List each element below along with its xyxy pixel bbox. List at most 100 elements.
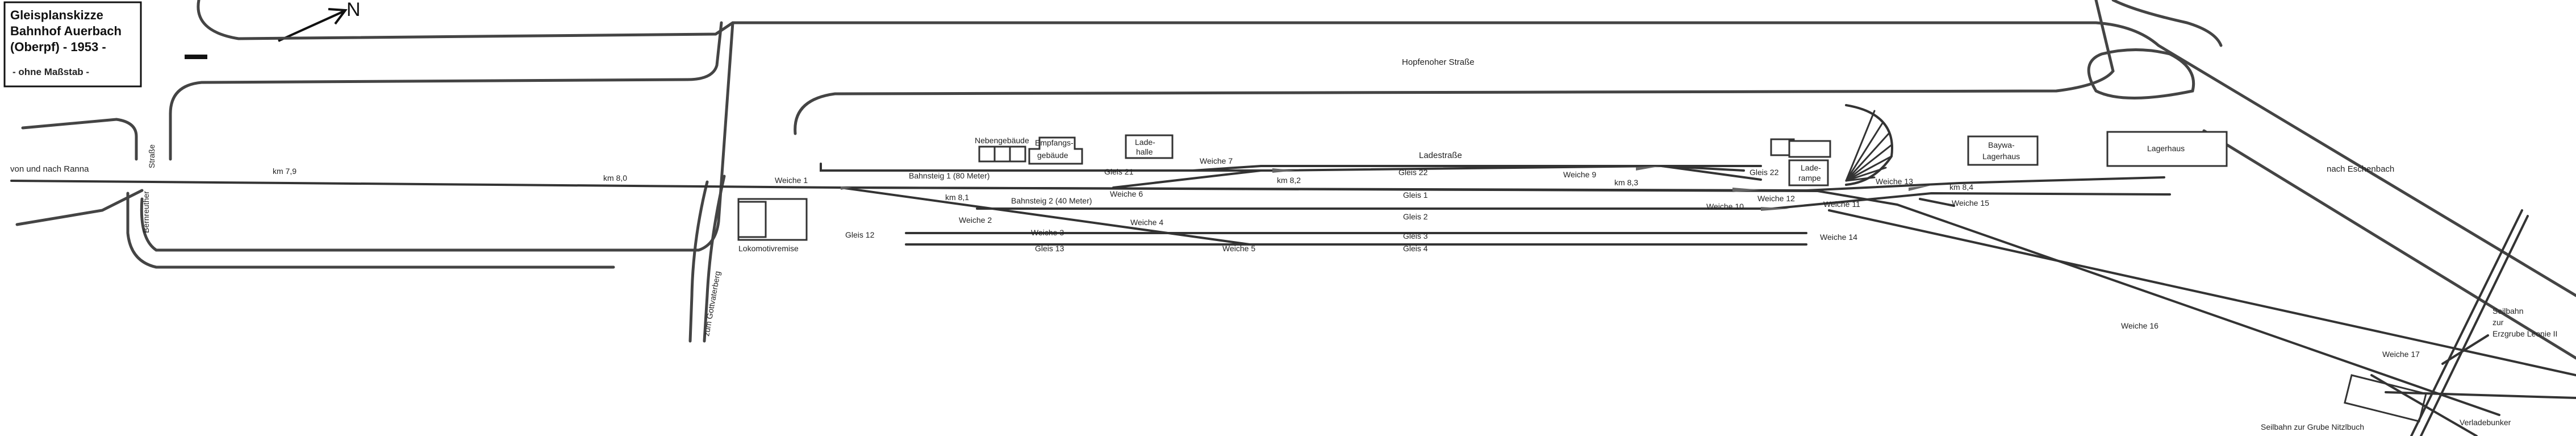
buildings: Nebengebäude Empfangs- gebäude Lade- hal… (737, 104, 2511, 427)
switch-marker-4 (1732, 188, 1761, 192)
baywa-lagerhaus (1967, 135, 2039, 166)
upper-right-blob (2087, 48, 2195, 99)
road-gottvaterberg: zum Gottvaterberg (702, 271, 722, 337)
tracks (10, 163, 2576, 436)
gleis-4-label: Gleis 4 (1403, 244, 1428, 253)
switch-marker-1 (841, 186, 852, 190)
road-ladestrasse: Ladestraße (1419, 151, 1462, 160)
right-edge-track (2385, 391, 2576, 399)
title-line-1: Gleisplanskizze (10, 8, 103, 22)
seilbahn-leonie-a (2410, 209, 2523, 436)
empfangs-label-1: Empfangs- (1035, 138, 1074, 147)
right-lower-road (2202, 129, 2576, 360)
baywa-label-2: Lagerhaus (1982, 152, 2020, 161)
road-bernreuther: Bernreuther (141, 191, 151, 233)
gleis-22-label-b: Gleis 22 (1750, 168, 1779, 177)
gleis-22-end (1660, 165, 1762, 181)
km-8-1: km 8,1 (945, 193, 969, 202)
weiche-10-label: Weiche 10 (1706, 202, 1744, 211)
north-arrow-shaft (278, 10, 344, 42)
ladestrasse-shed-b (1788, 140, 1831, 158)
km-8-3: km 8,3 (1614, 178, 1638, 187)
switch-marker-6 (1909, 185, 1931, 191)
weiche-17-label: Weiche 17 (2382, 350, 2420, 359)
seilbahn-leonie-b (2420, 215, 2529, 436)
title-block: Gleisplanskizze Bahnhof Auerbach (Oberpf… (3, 1, 142, 88)
lagerhaus-label: Lagerhaus (2147, 144, 2185, 153)
nebengebaeude-c (1009, 146, 1026, 163)
gleis-12-label: Gleis 12 (845, 230, 875, 239)
gottvaterberg-road-b (703, 175, 726, 343)
weiche-5-label: Weiche 5 (1222, 244, 1255, 253)
gleis-13-label: Gleis 13 (1035, 244, 1064, 253)
km-7-9: km 7,9 (273, 167, 297, 176)
lokomotivremise-wing (737, 201, 767, 238)
title-line-3: (Oberpf) - 1953 - (10, 40, 106, 54)
track-fan (1845, 104, 1893, 186)
gleis-1-label: Gleis 1 (1403, 190, 1428, 200)
km-8-4: km 8,4 (1949, 182, 1973, 192)
title-frame (3, 1, 142, 88)
switch-markers (841, 166, 1931, 211)
laderampe-label-1: Lade- (1801, 163, 1821, 172)
fan-ray-1 (1845, 110, 1876, 182)
title-line-2: Bahnhof Auerbach (10, 24, 122, 38)
main-line (10, 180, 2500, 416)
hopfenohe-road-inner (794, 0, 2115, 135)
right-siding-a (1828, 209, 2576, 376)
seilbahn-leonie-3: Erzgrube Leonie II (2493, 329, 2557, 338)
fan-ray-5 (1845, 155, 1893, 182)
weiche-1-diagonal (840, 186, 1251, 246)
gleis-2-label: Gleis 2 (1403, 212, 1428, 221)
weiche-7-label: Weiche 7 (1200, 156, 1233, 165)
lokomotivremise-label: Lokomotivremise (738, 244, 799, 253)
platform-2: Bahnsteig 2 (40 Meter) (1011, 196, 1092, 205)
ladestrasse-track (1192, 165, 1762, 172)
upper-right-curve (2111, 0, 2223, 47)
right-siding-b (1919, 198, 1955, 207)
bridge-road-a (140, 21, 734, 252)
scale-bar (185, 55, 207, 59)
roads (15, 0, 2576, 360)
weiche-7-connector (1112, 169, 1262, 189)
switch-marker-5 (1761, 207, 1789, 211)
laderampe (1788, 159, 1829, 186)
fan-ray-7 (1845, 176, 1876, 182)
baywa-label-1: Baywa- (1988, 140, 2015, 150)
ladehalle-label-2: halle (1136, 147, 1153, 156)
weiche-15-label: Weiche 15 (1952, 198, 1989, 207)
weiche-1-label: Weiche 1 (775, 176, 808, 185)
left-loop-road (21, 118, 138, 161)
weiche-2-label: Weiche 2 (959, 215, 992, 225)
km-8-0: km 8,0 (603, 173, 627, 182)
seilbahn-nitzlbuch (2370, 374, 2478, 436)
laderampe-label-2: rampe (1798, 173, 1821, 182)
gleis-21-label: Gleis 21 (1104, 167, 1134, 176)
road-hopfenohe: Hopfenoher Straße (1402, 57, 1475, 67)
weiche-6-label: Weiche 6 (1110, 189, 1143, 198)
fan-ray-6 (1845, 167, 1887, 182)
nebengebaeude-a (978, 146, 996, 163)
nebengebaeude-label: Nebengebäude (975, 136, 1029, 145)
fan-ray-3 (1845, 132, 1890, 182)
switch-marker-2 (1272, 168, 1295, 173)
km-8-2: km 8,2 (1277, 176, 1301, 185)
weiche-9-label: Weiche 9 (1563, 170, 1596, 179)
weiche-4-label: Weiche 4 (1130, 218, 1163, 227)
lagerhaus (2106, 131, 2228, 167)
ladehalle-label-1: Lade- (1135, 138, 1155, 147)
ladehalle (1125, 134, 1174, 159)
empfangs-label-2: gebäude (1037, 151, 1068, 160)
weiche-16-label: Weiche 16 (2121, 321, 2159, 330)
nebengebaeude-b (993, 146, 1011, 163)
gleis-1 (840, 176, 2165, 192)
north-arrow: N (278, 0, 361, 42)
gleis-22-label-a: Gleis 22 (1398, 168, 1428, 177)
north-arrow-head (328, 8, 348, 25)
road-strasse: Straße (147, 144, 156, 168)
switch-marker-3 (1636, 166, 1661, 171)
direction-ranna: von und nach Ranna (10, 164, 89, 174)
direction-eschenbach: nach Eschenbach (2327, 164, 2394, 174)
title-note: - ohne Maßstab - (12, 67, 89, 77)
